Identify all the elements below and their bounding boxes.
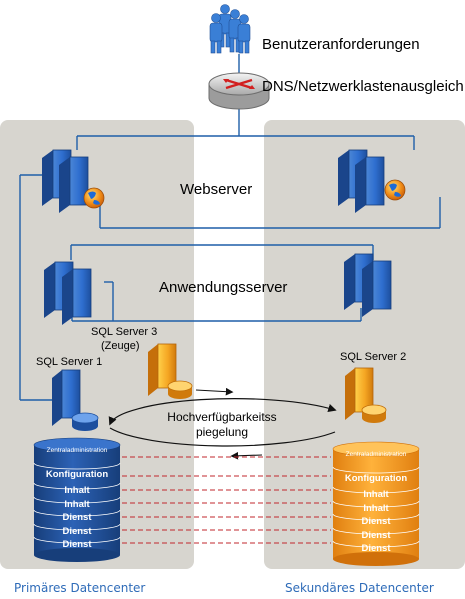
secondary-db-row-label: Inhalt [363, 503, 389, 514]
web-server-right-icon [338, 149, 406, 213]
secondary-datacenter-caption: Sekundäres Datencenter [285, 581, 434, 595]
secondary-database-stack [332, 441, 420, 566]
secondary-db-row-label: Konfiguration [344, 473, 408, 484]
app-server-right-icon [344, 253, 392, 317]
sql-server-2-icon [345, 367, 387, 423]
witness-link-arrow [195, 387, 234, 396]
mirroring-label-line-1: Hochverfügbarkeitss [167, 410, 277, 424]
sql-server-1-icon [52, 369, 99, 431]
web-server-label: Webserver [180, 181, 253, 198]
app-server-left-icon [44, 261, 92, 325]
sql-server-3-label: SQL Server 3 [91, 326, 158, 338]
primary-db-row-label: Dienst [62, 512, 92, 523]
sql-server-3-witness-label: (Zeuge) [101, 340, 140, 352]
network-connections [19, 54, 441, 401]
dns-load-balancing-label: DNS/Netzwerklastenausgleich [262, 78, 464, 95]
router-icon [208, 72, 270, 110]
sql-server-1-label: SQL Server 1 [36, 356, 103, 368]
mirroring-label-line-2: piegelung [195, 425, 249, 439]
sql-server-3-witness-icon [148, 343, 193, 399]
primary-db-row-label: Dienst [62, 539, 92, 550]
mirroring-arrows [108, 398, 337, 447]
primary-db-header-label: Zentraladministration [46, 447, 108, 454]
secondary-db-row-label: Inhalt [363, 489, 389, 500]
secondary-db-header-label: Zentraladministration [345, 451, 407, 458]
user-requests-label: Benutzeranforderungen [262, 36, 420, 53]
primary-db-row-label: Dienst [62, 526, 92, 537]
primary-db-row-label: Inhalt [64, 485, 90, 496]
users-icon [209, 4, 251, 54]
secondary-db-row-label: Dienst [361, 516, 391, 527]
secondary-db-row-label: Dienst [361, 530, 391, 541]
secondary-db-row-label: Dienst [361, 543, 391, 554]
mirror-return-arrow [230, 451, 263, 460]
primary-database-stack [33, 437, 121, 562]
web-server-left-icon [42, 149, 105, 213]
primary-datacenter-caption: Primäres Datencenter [14, 581, 146, 595]
primary-db-row-label: Inhalt [64, 499, 90, 510]
replication-lines [122, 456, 331, 544]
primary-db-row-label: Konfiguration [45, 469, 109, 480]
application-server-label: Anwendungsserver [159, 279, 288, 296]
sql-server-2-label: SQL Server 2 [340, 351, 407, 363]
